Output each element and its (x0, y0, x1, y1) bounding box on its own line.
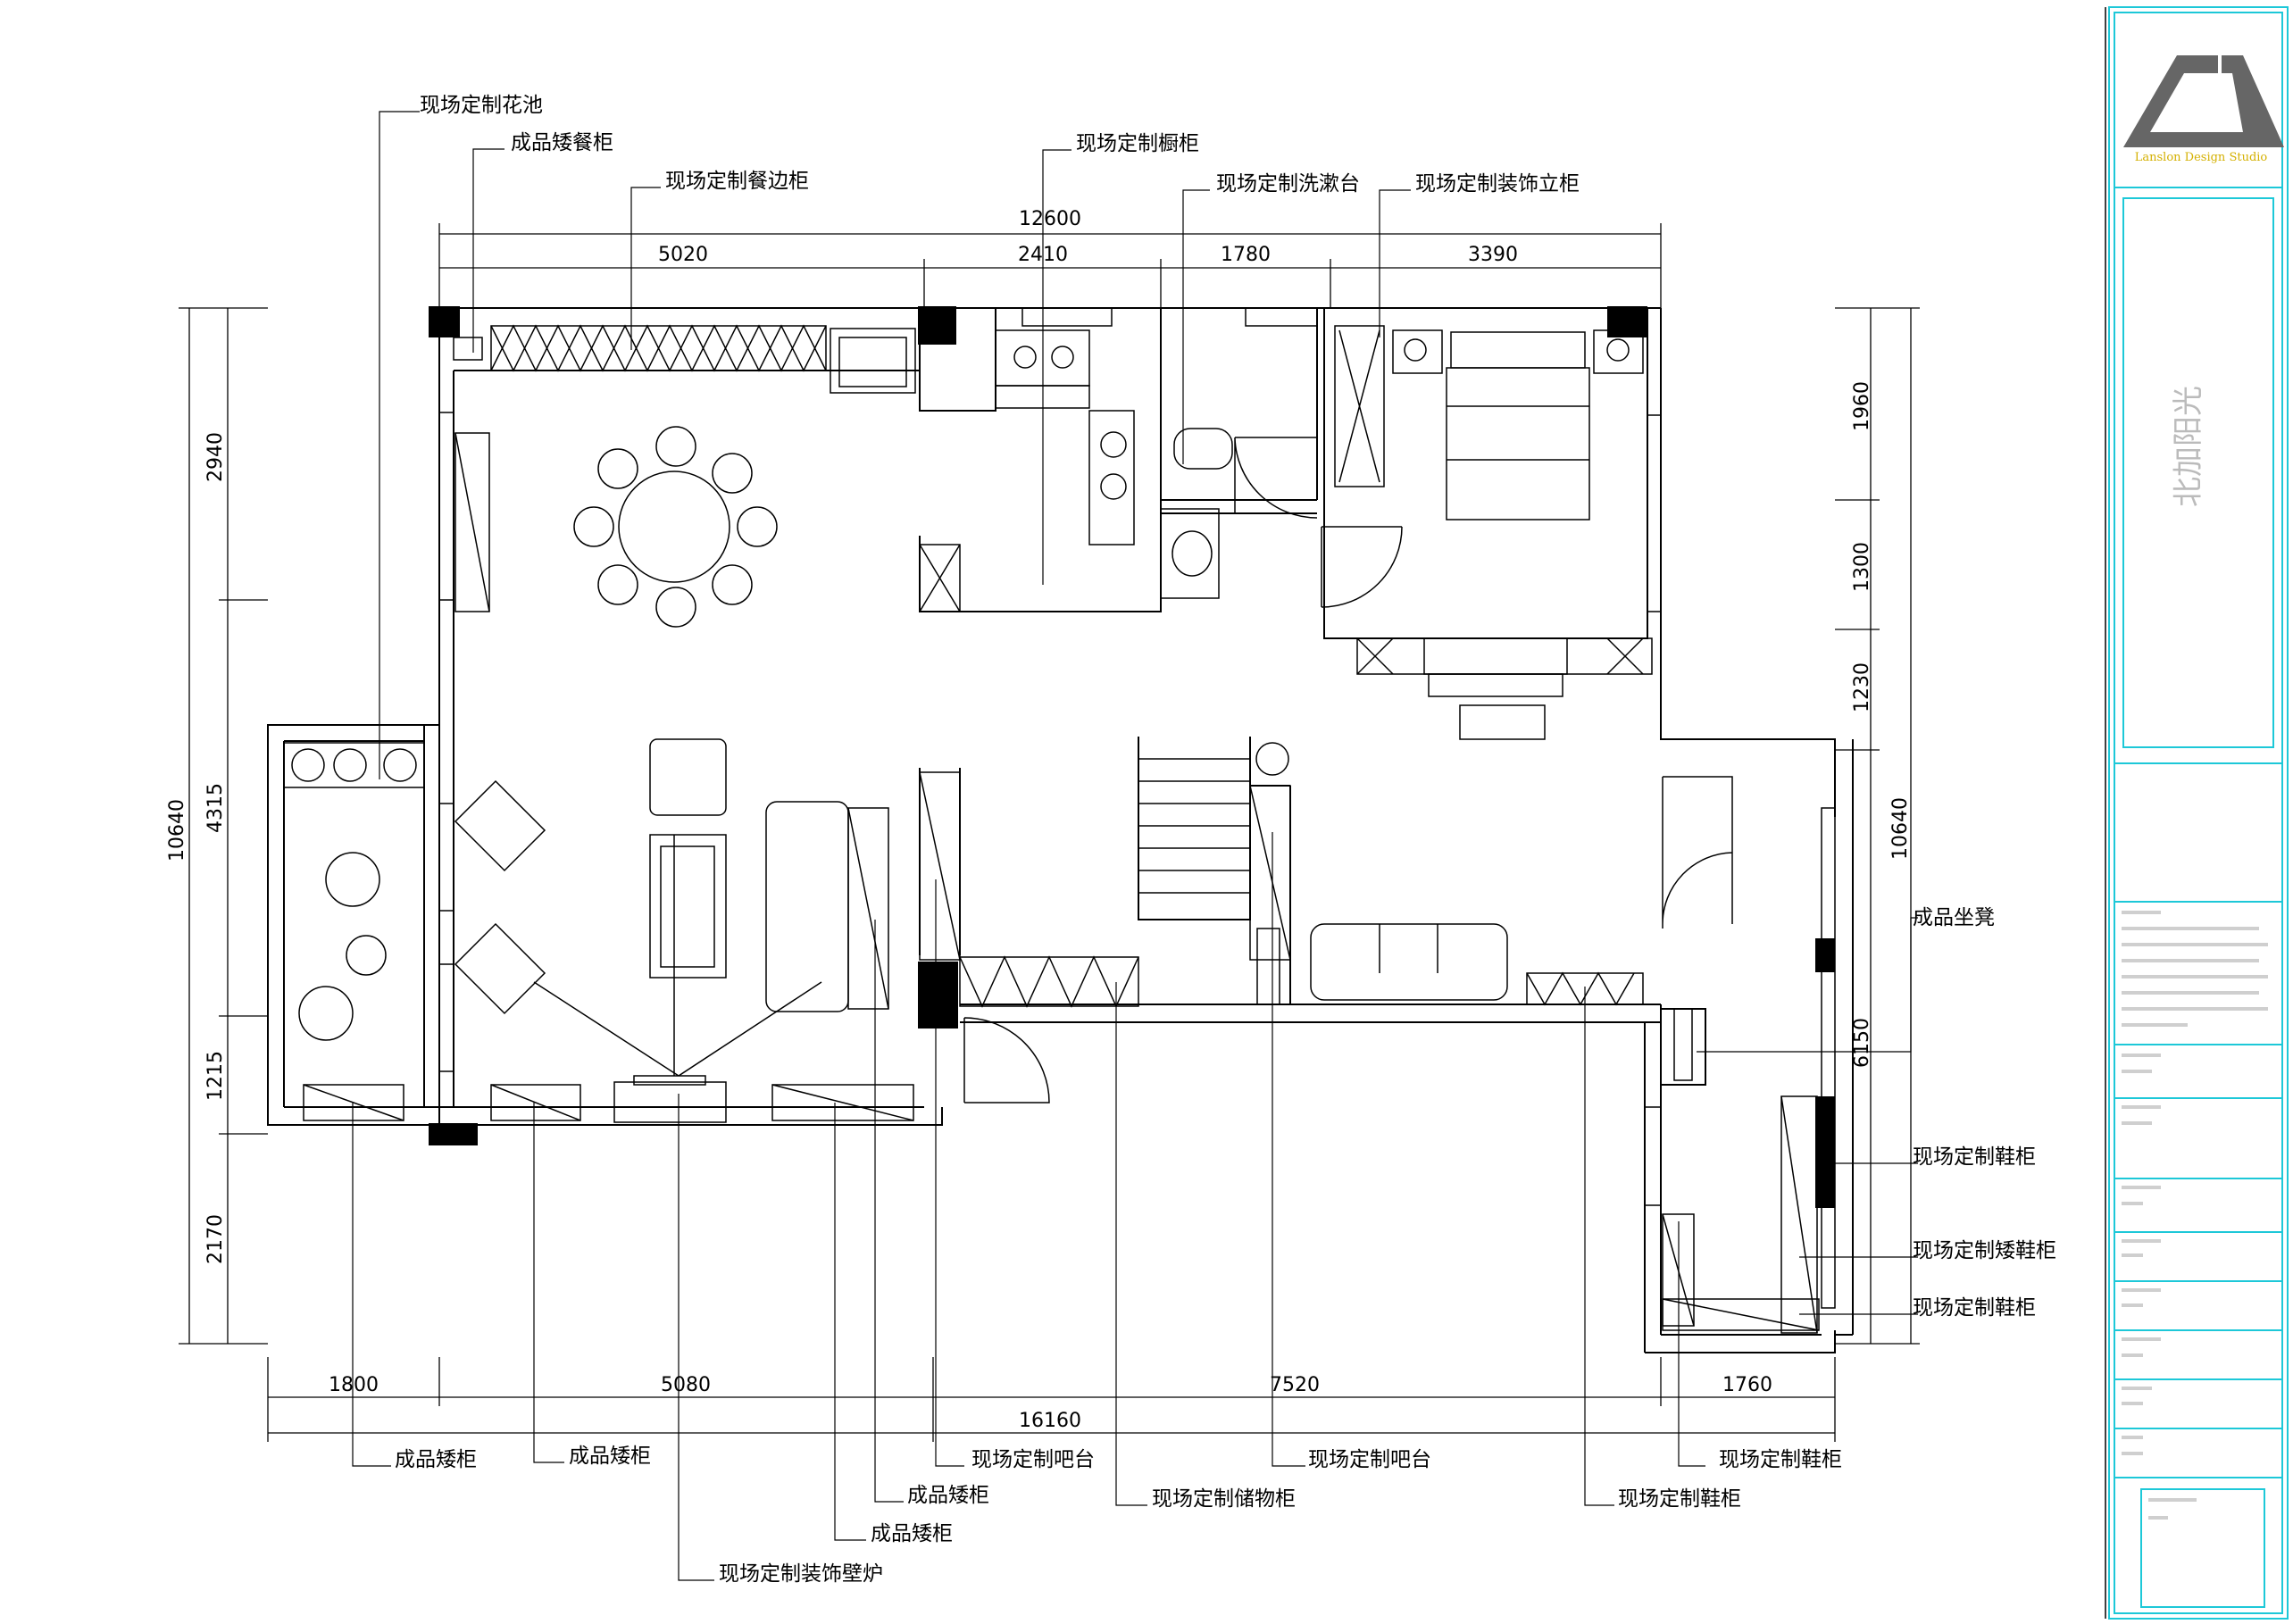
dim-top-1: 5020 (658, 244, 708, 266)
label-stool: 成品坐凳 (1913, 906, 1995, 929)
label-decor-cabinet: 现场定制装饰立柜 (1415, 172, 1580, 196)
dim-bottom-3: 7520 (1270, 1374, 1320, 1396)
dim-right-total: 10640 (1889, 797, 1912, 860)
label-low-dining-cabinet: 成品矮餐柜 (511, 131, 613, 154)
dim-top-total: 12600 (1019, 208, 1081, 230)
windows (438, 307, 1836, 1309)
label-shoe-cabinet-2: 现场定制鞋柜 (1913, 1296, 2036, 1320)
doors (963, 437, 1733, 1103)
dim-bottom-4: 1760 (1722, 1374, 1772, 1396)
label-sideboard: 现场定制餐边柜 (665, 170, 809, 193)
project-name: 北加阳光 (2171, 386, 2206, 507)
label-low-cabinet-2: 成品矮柜 (569, 1445, 651, 1468)
studio-logo-icon (2123, 55, 2284, 147)
furniture (283, 324, 1820, 1334)
studio-name: Lanslon Design Studio (2135, 151, 2268, 164)
dim-right-2: 1300 (1851, 542, 1873, 592)
label-flower-pool: 现场定制花池 (420, 94, 543, 117)
dim-left-2: 4315 (204, 783, 227, 833)
dim-top-3: 1780 (1221, 244, 1271, 266)
label-low-cabinet-4: 成品矮柜 (871, 1522, 953, 1545)
leader-lines (352, 111, 1918, 1581)
label-bar-2: 现场定制吧台 (1308, 1448, 1431, 1471)
label-low-cabinet-3: 成品矮柜 (907, 1484, 989, 1507)
dim-top-4: 3390 (1468, 244, 1518, 266)
title-block-notes (2122, 911, 2268, 1520)
dim-bottom-1: 1800 (329, 1374, 379, 1396)
label-shoe-cabinet-4: 现场定制鞋柜 (1618, 1487, 1741, 1511)
label-low-cabinet-1: 成品矮柜 (395, 1448, 477, 1471)
dim-right-4: 6150 (1851, 1018, 1873, 1068)
dimension-lines (179, 223, 1920, 1442)
dim-left-4: 2170 (204, 1214, 227, 1264)
label-washbasin: 现场定制洗漱台 (1216, 172, 1360, 196)
label-low-shoe-cabinet: 现场定制矮鞋柜 (1913, 1239, 2056, 1262)
dim-right-3: 1230 (1851, 662, 1873, 712)
dim-right-1: 1960 (1851, 381, 1873, 431)
label-storage: 现场定制储物柜 (1152, 1487, 1296, 1511)
dim-left-3: 1215 (204, 1051, 227, 1101)
label-shoe-cabinet-3: 现场定制鞋柜 (1719, 1448, 1842, 1471)
label-kitchen-cabinet: 现场定制橱柜 (1076, 132, 1199, 155)
label-bar-1: 现场定制吧台 (971, 1448, 1095, 1471)
pillars (429, 306, 1835, 1208)
dim-left-1: 2940 (204, 432, 227, 482)
dim-bottom-total: 16160 (1019, 1410, 1081, 1432)
label-fireplace: 现场定制装饰壁炉 (719, 1562, 883, 1586)
title-block (2108, 6, 2289, 1620)
dim-left-total: 10640 (166, 799, 188, 862)
dim-bottom-2: 5080 (661, 1374, 711, 1396)
walls (267, 307, 1854, 1353)
label-shoe-cabinet-1: 现场定制鞋柜 (1913, 1145, 2036, 1169)
